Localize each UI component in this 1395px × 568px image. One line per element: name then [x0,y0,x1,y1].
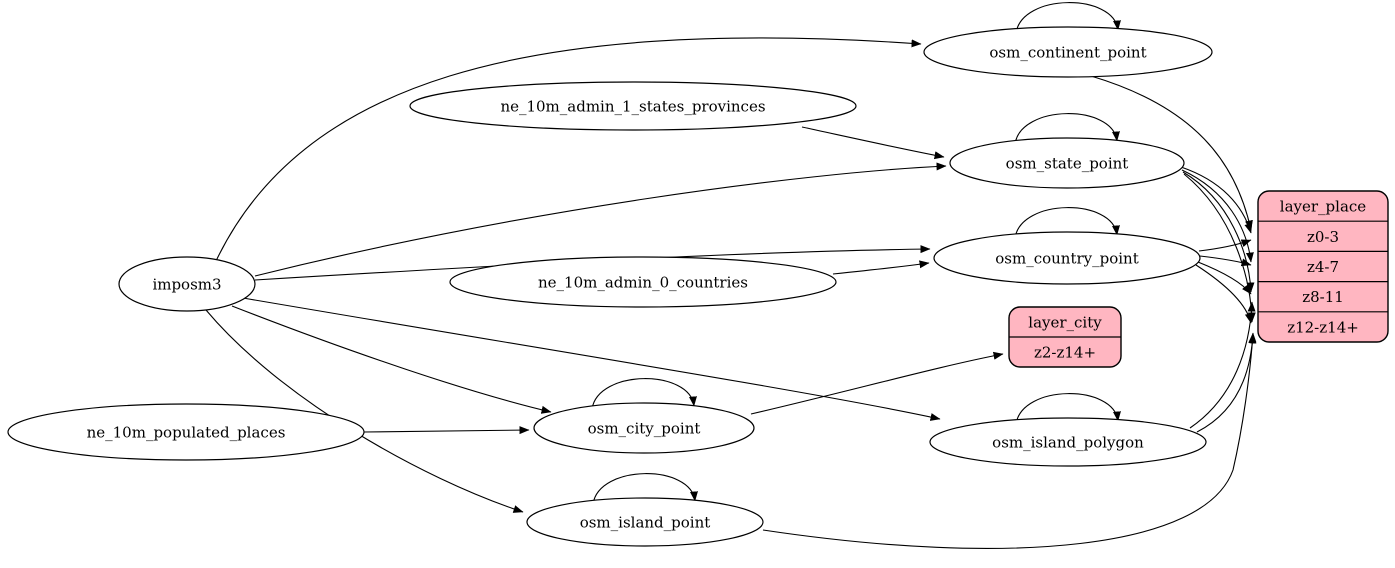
layer-zoom-row: z4-7 [1307,258,1339,276]
edge-path [1014,207,1120,239]
edge-path [750,351,1004,415]
edge-path [801,126,945,160]
node-osm-continent-point: osm_continent_point [923,26,1213,78]
node-label: ne_10m_populated_places [87,424,286,442]
node-label: ne_10m_admin_1_states_provinces [500,98,765,116]
edge-osm_continent_point-to-layer_place-z0-3 [1090,75,1253,231]
node-ne-10m-admin-0-countries: ne_10m_admin_0_countries [449,256,837,308]
edge-path [1195,264,1253,324]
edge-ne_10m_admin_0_countries-to-osm_country_point [832,260,930,275]
edge-path [363,426,530,435]
edge-osm_country_point-to-layer_place-z0-3 [1198,239,1252,252]
node-label: osm_state_point [1006,155,1129,173]
layer-zoom-row: z0-3 [1307,228,1339,246]
node-layer-place: layer_place z0-3 z4-7 z8-11 z12-z14+ [1257,190,1389,343]
node-ne-10m-populated-places: ne_10m_populated_places [7,403,365,461]
edge-imposm3-to-osm_city_point [231,305,552,414]
node-imposm3: imposm3 [118,256,256,312]
node-label: osm_city_point [588,420,701,438]
node-osm-country-point: osm_country_point [933,231,1201,285]
table-ellipse [933,231,1201,285]
edge-path [762,333,1257,549]
table-ellipse [409,81,857,131]
table-ellipse [7,403,365,461]
table-ellipse [533,402,755,454]
edge-path [592,473,698,505]
node-osm-island-polygon: osm_island_polygon [929,417,1207,467]
node-label: ne_10m_admin_0_countries [538,274,748,292]
edge-path [254,162,947,277]
edge-imposm3-to-osm_state_point [254,162,947,277]
edge-osm_state_point-to-layer_place-z0-3 [1180,166,1253,234]
edge-path [215,37,922,262]
node-label: osm_country_point [995,250,1139,268]
edge-path [832,260,930,275]
node-label: imposm3 [152,276,221,294]
table-ellipse [449,256,837,308]
edge-imposm3-to-osm_island_polygon [242,297,941,421]
table-ellipse [118,256,256,312]
self-loop-osm_city_point [591,378,697,410]
node-osm-state-point: osm_state_point [949,137,1185,189]
edge-imposm3-to-osm_continent_point [215,37,922,262]
node-label: osm_island_polygon [992,434,1144,452]
self-loop-osm_island_point [592,473,698,505]
edge-path [1181,169,1254,263]
edge-ne_10m_populated_places-to-osm_city_point [363,426,530,435]
edge-osm_state_point-to-layer_place-z4-7 [1181,169,1254,263]
edge-ne_10m_admin_1_states_provinces-to-osm_state_point [801,126,945,160]
edge-osm_state_point-to-layer_place-z8-11 [1182,171,1255,293]
edge-osm_country_point-to-layer_place-z8-11 [1197,261,1252,295]
edge-osm_island_polygon-to-layer_place-z8-11 [1189,301,1256,429]
edge-osm_island_point-to-layer_place-z12-z14+ [762,333,1257,549]
node-osm-city-point: osm_city_point [533,402,755,454]
edge-osm_city_point-to-layer_city-z2-z14+ [750,351,1004,415]
edge-path [1015,393,1121,425]
table-ellipse [526,497,764,547]
edge-path [1015,2,1121,34]
table-ellipse [923,26,1213,78]
edge-path [1189,301,1256,429]
edge-osm_country_point-to-layer_place-z4-7 [1199,255,1252,267]
node-label: osm_island_point [580,514,711,532]
layer-zoom-row: z12-z14+ [1287,318,1359,336]
layer-zoom-row: z2-z14+ [1034,344,1096,362]
edge-path [242,297,941,421]
edge-path [1197,261,1252,295]
table-ellipse [949,137,1185,189]
layer-zoom-row: z8-11 [1302,288,1344,306]
edge-path [1014,113,1120,145]
node-label: osm_continent_point [989,44,1146,62]
edge-path [591,378,697,410]
self-loop-osm_country_point [1014,207,1120,239]
edge-path [231,305,552,414]
edge-osm_country_point-to-layer_place-z12-z14+ [1195,264,1253,324]
layer-record-box [1257,190,1389,343]
edge-path [1182,171,1255,293]
layer-record-title: layer_city [1028,314,1102,332]
table-ellipse [929,417,1207,467]
edge-path [1180,166,1253,234]
node-layer-city: layer_city z2-z14+ [1008,306,1122,368]
self-loop-osm_state_point [1014,113,1120,145]
node-osm-island-point: osm_island_point [526,497,764,547]
edge-path [1090,75,1253,231]
node-ne-10m-admin-1-states-provinces: ne_10m_admin_1_states_provinces [409,81,857,131]
self-loop-osm_continent_point [1015,2,1121,34]
edge-path [1198,239,1252,252]
edge-path [1199,255,1252,267]
layer-record-title: layer_place [1280,198,1367,216]
self-loop-osm_island_polygon [1015,393,1121,425]
